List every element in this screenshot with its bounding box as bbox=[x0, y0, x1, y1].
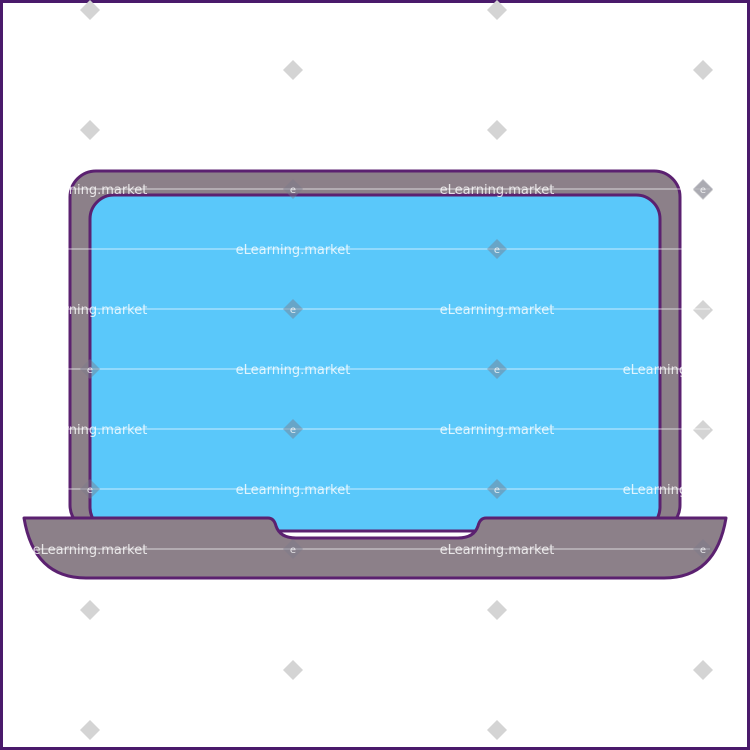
watermark-text: eLearning.market bbox=[33, 423, 148, 438]
watermark-badge-letter: e bbox=[290, 545, 296, 556]
watermark-diamond bbox=[487, 120, 507, 140]
watermark-badge-icon bbox=[487, 239, 507, 259]
watermark-badge-letter: e bbox=[87, 485, 93, 496]
laptop-screen bbox=[88, 193, 662, 533]
watermark-diamond bbox=[693, 300, 713, 320]
watermark-diamond bbox=[283, 660, 303, 680]
watermark-badge-icon bbox=[283, 539, 303, 559]
watermark-diamond bbox=[693, 60, 713, 80]
watermark-badge-letter: e bbox=[87, 365, 93, 376]
watermark-text: eLearning.market bbox=[440, 543, 555, 558]
watermark-badge-icon bbox=[80, 479, 100, 499]
watermark-text: eLearning.market bbox=[623, 483, 738, 498]
watermark-text: eLearning.market bbox=[440, 183, 555, 198]
laptop-base bbox=[22, 516, 728, 580]
watermark-badge-letter: e bbox=[494, 245, 500, 256]
watermark-badge-letter: e bbox=[290, 305, 296, 316]
watermark-diamond bbox=[693, 420, 713, 440]
watermark-diamond bbox=[283, 60, 303, 80]
watermark-badge-letter: e bbox=[700, 545, 706, 556]
watermark-diamond bbox=[487, 600, 507, 620]
watermark-badge-icon bbox=[693, 539, 713, 559]
watermark-badge-icon bbox=[283, 419, 303, 439]
watermark-badge-icon bbox=[693, 179, 713, 199]
watermark-diamond bbox=[80, 120, 100, 140]
watermark-badge-icon bbox=[283, 299, 303, 319]
watermark-text: eLearning.market bbox=[236, 483, 351, 498]
watermark-badge-letter: e bbox=[290, 425, 296, 436]
watermark-text: eLearning.market bbox=[33, 303, 148, 318]
watermark-diamond bbox=[80, 600, 100, 620]
watermark-badge-letter: e bbox=[494, 485, 500, 496]
watermark-text: eLearning.market bbox=[236, 363, 351, 378]
watermark-text: eLearning.market bbox=[440, 423, 555, 438]
watermark-badge-letter: e bbox=[290, 185, 296, 196]
watermark-diamond bbox=[693, 180, 713, 200]
watermark-overlay: eLearning.market e eLearning.market e eLearn… bbox=[33, 179, 738, 559]
watermark-badge-icon bbox=[487, 359, 507, 379]
watermark-text: eLearning.market bbox=[33, 543, 148, 558]
watermark-diamond bbox=[80, 0, 100, 20]
watermark-diamond bbox=[693, 660, 713, 680]
watermark-text: eLearning.market bbox=[623, 363, 738, 378]
watermark-badge-icon bbox=[487, 479, 507, 499]
watermark-badge-icon bbox=[283, 179, 303, 199]
watermark-text: eLearning.market bbox=[440, 303, 555, 318]
watermark-diamond bbox=[487, 720, 507, 740]
watermark-badge-letter: e bbox=[700, 185, 706, 196]
watermark-diamond bbox=[487, 0, 507, 20]
watermark-badge-icon bbox=[80, 359, 100, 379]
watermark-badge-letter: e bbox=[494, 365, 500, 376]
watermark-text: eLearning.market bbox=[236, 243, 351, 258]
watermark-text: eLearning.market bbox=[33, 183, 148, 198]
watermark-diamond bbox=[80, 720, 100, 740]
